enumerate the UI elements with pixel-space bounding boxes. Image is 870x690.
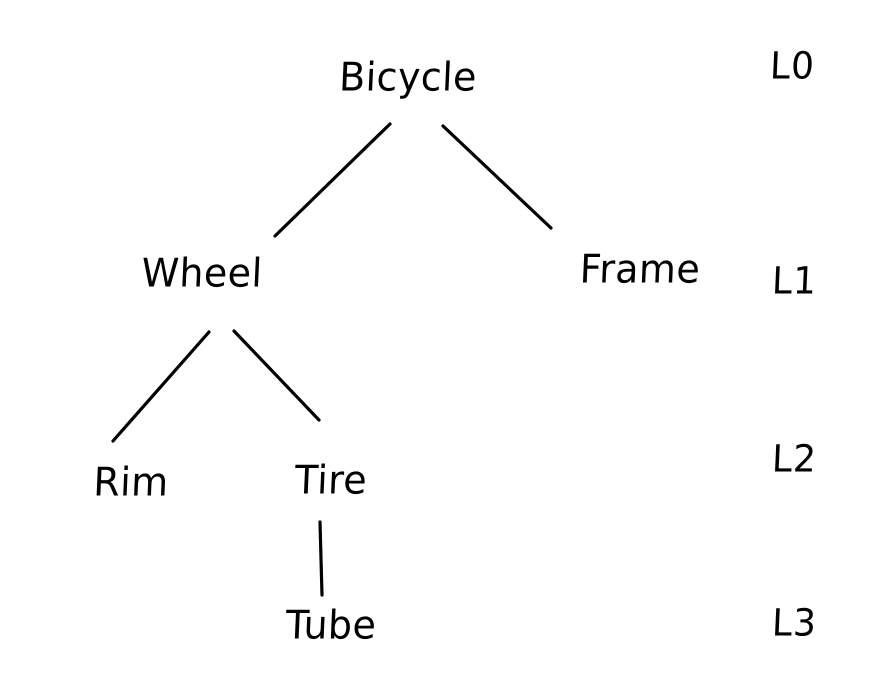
level-label-l3: L3	[771, 602, 818, 645]
level-label-l1: L1	[771, 260, 818, 303]
edge-bicycle-frame	[441, 124, 553, 230]
node-frame-label: Frame	[578, 246, 702, 292]
edge-tire-tube	[318, 520, 324, 597]
level-label-l2: L2	[771, 438, 818, 481]
node-wheel[interactable]: Wheel	[141, 250, 324, 296]
level-label-l0: L0	[769, 45, 816, 88]
node-rim[interactable]: Rim	[92, 459, 207, 505]
node-tire[interactable]: Tire	[294, 457, 404, 503]
node-rim-label: Rim	[92, 459, 170, 505]
edge-bicycle-wheel	[273, 122, 392, 238]
node-bicycle-label: Bicycle	[338, 54, 478, 100]
node-frame[interactable]: Frame	[579, 246, 761, 292]
node-tire-label: Tire	[293, 457, 369, 503]
node-bicycle[interactable]: Bicycle	[338, 54, 546, 100]
node-wheel-label: Wheel	[140, 250, 264, 296]
edge-wheel-tire	[232, 329, 321, 422]
node-tube-label: Tube	[284, 602, 378, 648]
node-tube[interactable]: Tube	[285, 602, 422, 648]
edge-wheel-rim	[111, 330, 211, 443]
